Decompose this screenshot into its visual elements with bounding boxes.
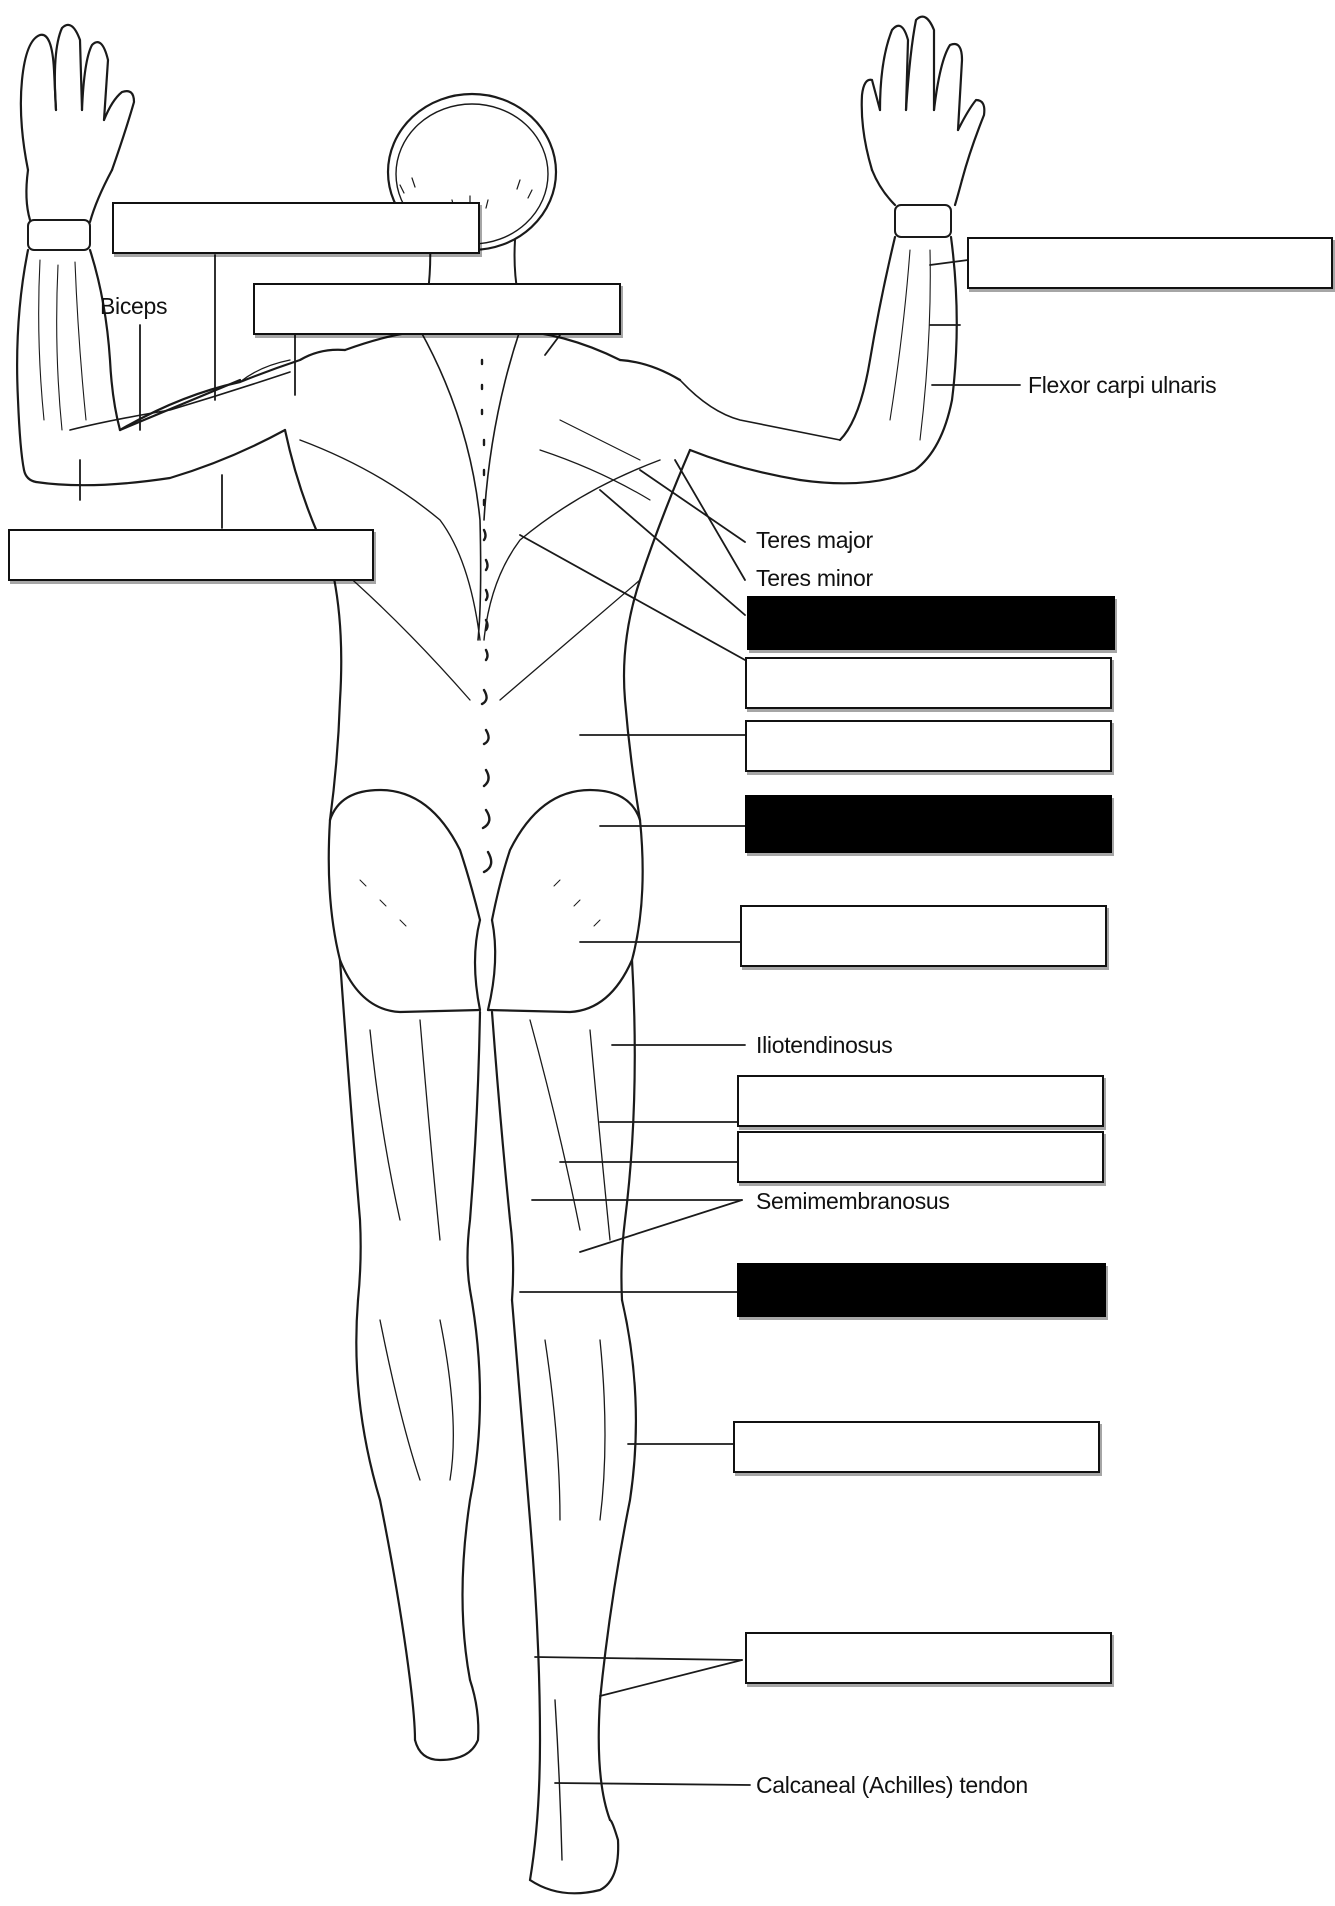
blank-label-box[interactable] <box>253 283 621 335</box>
blank-label-box[interactable] <box>745 657 1112 709</box>
gluteal-region <box>329 790 643 1012</box>
label-biceps: Biceps <box>100 293 167 320</box>
torso <box>285 330 690 872</box>
redacted-label-box <box>737 1263 1106 1317</box>
left-arm <box>17 25 345 485</box>
blank-label-box[interactable] <box>967 237 1333 289</box>
legs <box>340 960 636 1893</box>
label-iliotendinosus: Iliotendinosus <box>756 1032 892 1059</box>
label-teres-major: Teres major <box>756 527 873 554</box>
redacted-label-box <box>747 596 1115 650</box>
right-arm <box>620 17 984 484</box>
label-teres-minor: Teres minor <box>756 565 873 592</box>
blank-label-box[interactable] <box>740 905 1107 967</box>
blank-label-box[interactable] <box>733 1421 1100 1473</box>
blank-label-box[interactable] <box>737 1131 1104 1183</box>
redacted-label-box <box>745 795 1112 853</box>
blank-label-box[interactable] <box>745 1632 1112 1684</box>
label-flexor-carpi-ulnaris: Flexor carpi ulnaris <box>1028 372 1216 399</box>
label-calcaneal-tendon: Calcaneal (Achilles) tendon <box>756 1772 1028 1799</box>
blank-label-box[interactable] <box>8 529 374 581</box>
leader-lines <box>80 255 1020 1785</box>
blank-label-box[interactable] <box>745 720 1112 772</box>
label-semimembranosus: Semimembranosus <box>756 1188 950 1215</box>
blank-label-box[interactable] <box>737 1075 1104 1127</box>
blank-label-box[interactable] <box>112 202 480 254</box>
